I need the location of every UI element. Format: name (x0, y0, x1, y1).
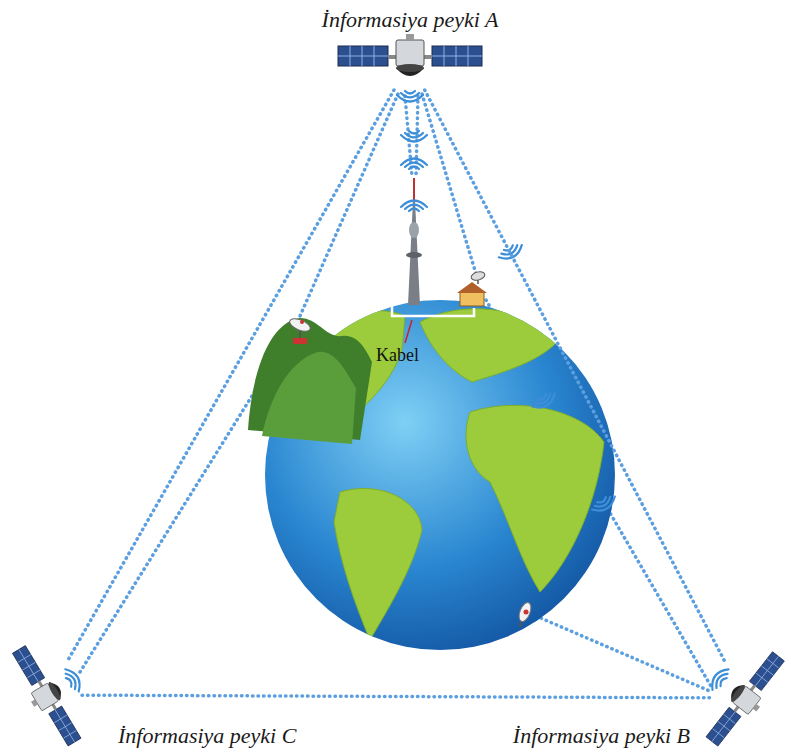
radio-wave (707, 665, 731, 692)
tv-tower (413, 178, 415, 200)
satellite-node: İnformasiya peyki B (710, 662, 778, 734)
satellite-icon (5, 34, 791, 752)
ground-dish (517, 601, 534, 623)
tv-tower (406, 178, 422, 305)
cable-line (392, 298, 474, 316)
ground-dish (517, 601, 534, 627)
signal-line (422, 94, 476, 274)
ground-dish (293, 338, 307, 344)
satellite-node: İnformasiya peyki C (14, 660, 82, 730)
signal-line (536, 616, 712, 692)
satellite-label: İnformasiya peyki C (118, 724, 296, 748)
radio-wave (397, 91, 423, 102)
radio-wave (497, 242, 525, 263)
satellite-node: İnformasiya peyki A (372, 34, 448, 90)
station-building (457, 282, 487, 293)
satellite-label: İnformasiya peyki A (322, 8, 499, 32)
signal-link (82, 695, 710, 698)
green-hills (248, 318, 372, 444)
signal-line (80, 94, 712, 692)
radio-wave (401, 131, 427, 142)
station-building (457, 270, 487, 306)
signal-line (300, 94, 398, 316)
satellite-icon (5, 642, 88, 751)
ground-dish (524, 610, 529, 615)
radio-wave (401, 159, 427, 170)
ground-dish (288, 316, 312, 344)
satellite-icon (700, 647, 791, 751)
leader-line (405, 320, 412, 343)
radio-wave (62, 666, 84, 694)
ground-dish (288, 316, 312, 334)
satellite-icon (338, 34, 482, 76)
earth-globe (420, 309, 562, 382)
radio-wave (590, 493, 618, 515)
green-hills (262, 352, 356, 444)
station-building (460, 292, 484, 306)
satellite-label: İnformasiya peyki B (513, 724, 690, 748)
earth-globe (334, 488, 422, 640)
station-building (470, 270, 486, 281)
radio-wave (62, 91, 732, 694)
signal-link (425, 90, 725, 662)
part-label: Kabel (376, 346, 419, 366)
radio-wave (401, 201, 427, 212)
earth-globe (466, 405, 604, 592)
radio-wave (530, 390, 558, 412)
ground-dish (300, 320, 304, 324)
signal-link (68, 90, 394, 660)
tv-tower (406, 252, 422, 258)
tv-tower (409, 222, 419, 238)
